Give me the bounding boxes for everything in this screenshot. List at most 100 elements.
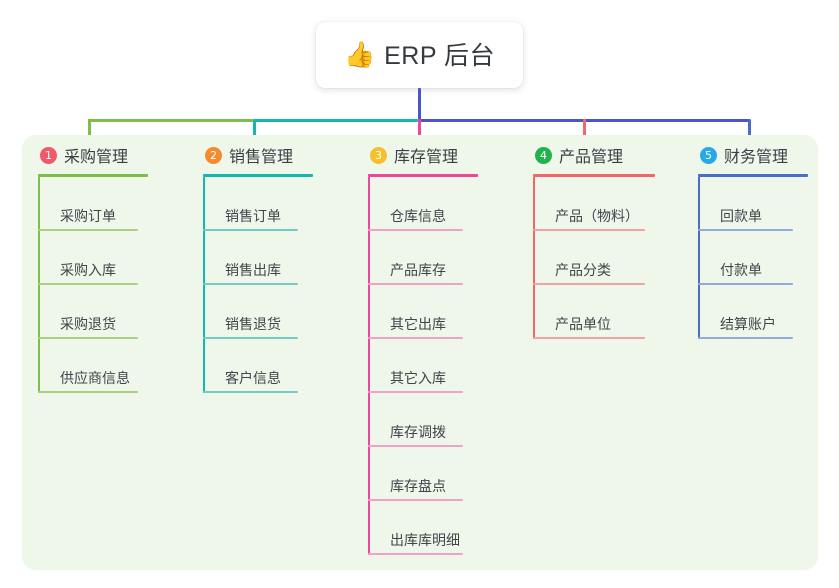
branch-column-1: 1 采购管理采购订单采购入库采购退货供应商信息 xyxy=(38,143,148,393)
root-node[interactable]: 👍 ERP 后台 xyxy=(316,22,523,88)
root-node-content: 👍 ERP 后台 xyxy=(344,36,495,72)
thumbs-up-icon: 👍 xyxy=(343,39,376,69)
branch-item-label: 产品单位 xyxy=(555,316,611,332)
branch-item-underline xyxy=(533,229,645,231)
branch-badge-2: 2 xyxy=(205,146,222,164)
branch-item[interactable]: 采购退货 xyxy=(38,285,148,339)
branch-item[interactable]: 回款单 xyxy=(698,177,808,231)
branch-item-label: 其它入库 xyxy=(390,370,446,386)
branch-item-label: 结算账户 xyxy=(720,316,776,332)
branch-item[interactable]: 销售退货 xyxy=(203,285,313,339)
branch-item-label: 回款单 xyxy=(720,208,762,224)
branch-item-label: 出库库明细 xyxy=(390,532,460,548)
branch-item-label: 采购入库 xyxy=(60,262,116,278)
branch-item-label: 付款单 xyxy=(720,262,762,278)
branch-item[interactable]: 库存调拨 xyxy=(368,393,478,447)
branch-badge-5: 5 xyxy=(700,146,717,164)
branch-item[interactable]: 其它出库 xyxy=(368,285,478,339)
branch-spine-3 xyxy=(368,177,370,555)
drop-line-1 xyxy=(88,119,91,147)
branch-items-4: 产品（物料） 产品分类产品单位 xyxy=(533,177,655,339)
branch-item[interactable]: 产品库存 xyxy=(368,231,478,285)
branch-items-5: 回款单付款单结算账户 xyxy=(698,177,808,339)
branch-item-label: 仓库信息 xyxy=(390,208,446,224)
branch-item-underline xyxy=(368,337,463,339)
branch-item[interactable]: 客户信息 xyxy=(203,339,313,393)
branch-item[interactable]: 出库库明细 xyxy=(368,501,478,555)
branch-column-2: 2 销售管理销售订单销售出库销售退货客户信息 xyxy=(203,143,313,393)
branch-item-label: 客户信息 xyxy=(225,370,281,386)
branch-badge-4: 4 xyxy=(535,146,552,164)
drop-line-3 xyxy=(418,119,421,147)
branch-spine-2 xyxy=(203,177,205,393)
branch-item-label: 销售退货 xyxy=(225,316,281,332)
branch-item-underline xyxy=(368,553,463,555)
bus-segment-2 xyxy=(253,119,418,122)
branch-item-label: 产品库存 xyxy=(390,262,446,278)
branch-header-1[interactable]: 1 采购管理 xyxy=(38,143,148,167)
branch-item[interactable]: 结算账户 xyxy=(698,285,808,339)
branch-title-2: 销售管理 xyxy=(229,149,294,166)
branch-item[interactable]: 库存盘点 xyxy=(368,447,478,501)
branch-spine-5 xyxy=(698,177,700,339)
branch-item[interactable]: 供应商信息 xyxy=(38,339,148,393)
branch-title-3: 库存管理 xyxy=(394,149,459,166)
branch-item-underline xyxy=(203,337,298,339)
branch-title-4: 产品管理 xyxy=(559,149,624,166)
drop-line-5 xyxy=(748,119,751,147)
branch-item-underline xyxy=(698,283,793,285)
branch-items-2: 销售订单销售出库销售退货客户信息 xyxy=(203,177,313,393)
branch-item[interactable]: 仓库信息 xyxy=(368,177,478,231)
branch-header-4[interactable]: 4 产品管理 xyxy=(533,143,655,167)
branch-item-underline xyxy=(698,337,793,339)
root-stem-line xyxy=(418,88,421,122)
branch-item-label: 其它出库 xyxy=(390,316,446,332)
branch-item[interactable]: 销售订单 xyxy=(203,177,313,231)
branch-underline-5 xyxy=(698,174,808,177)
branch-underline-4 xyxy=(533,174,655,177)
branch-item-underline xyxy=(203,229,298,231)
branch-item[interactable]: 付款单 xyxy=(698,231,808,285)
branch-item-underline xyxy=(368,391,463,393)
branch-item[interactable]: 产品（物料） xyxy=(533,177,655,231)
branch-item-underline xyxy=(698,229,793,231)
drop-line-2 xyxy=(253,119,256,147)
branch-items-3: 仓库信息产品库存其它出库其它入库库存调拨库存盘点出库库明细 xyxy=(368,177,478,555)
branch-item-label: 销售出库 xyxy=(225,262,281,278)
branch-underline-3 xyxy=(368,174,478,177)
branch-item-label: 采购订单 xyxy=(60,208,116,224)
branch-item-label: 供应商信息 xyxy=(60,370,130,386)
branch-item-label: 采购退货 xyxy=(60,316,116,332)
branch-item-underline xyxy=(38,229,138,231)
branches-panel xyxy=(22,135,818,570)
branch-item-underline xyxy=(533,337,645,339)
branch-item[interactable]: 采购订单 xyxy=(38,177,148,231)
branch-item-underline xyxy=(203,283,298,285)
branch-spine-4 xyxy=(533,177,535,339)
branch-item[interactable]: 采购入库 xyxy=(38,231,148,285)
branch-title-1: 采购管理 xyxy=(64,149,129,166)
branch-item-underline xyxy=(368,445,463,447)
branch-column-4: 4 产品管理产品（物料） 产品分类产品单位 xyxy=(533,143,655,339)
branch-header-2[interactable]: 2 销售管理 xyxy=(203,143,313,167)
branch-item[interactable]: 销售出库 xyxy=(203,231,313,285)
branch-item[interactable]: 产品单位 xyxy=(533,285,655,339)
branch-underline-2 xyxy=(203,174,313,177)
branch-item-label: 产品（物料） xyxy=(555,208,639,224)
branch-item[interactable]: 产品分类 xyxy=(533,231,655,285)
branch-item-underline xyxy=(533,283,645,285)
drop-line-4 xyxy=(583,119,586,147)
bus-segment-1 xyxy=(88,119,253,122)
branch-item-underline xyxy=(38,337,138,339)
branch-item-underline xyxy=(38,391,138,393)
branch-badge-1: 1 xyxy=(40,146,57,164)
branch-item-label: 产品分类 xyxy=(555,262,611,278)
branch-item[interactable]: 其它入库 xyxy=(368,339,478,393)
branch-item-label: 库存盘点 xyxy=(390,478,446,494)
branch-item-underline xyxy=(368,229,463,231)
branch-items-1: 采购订单采购入库采购退货供应商信息 xyxy=(38,177,148,393)
